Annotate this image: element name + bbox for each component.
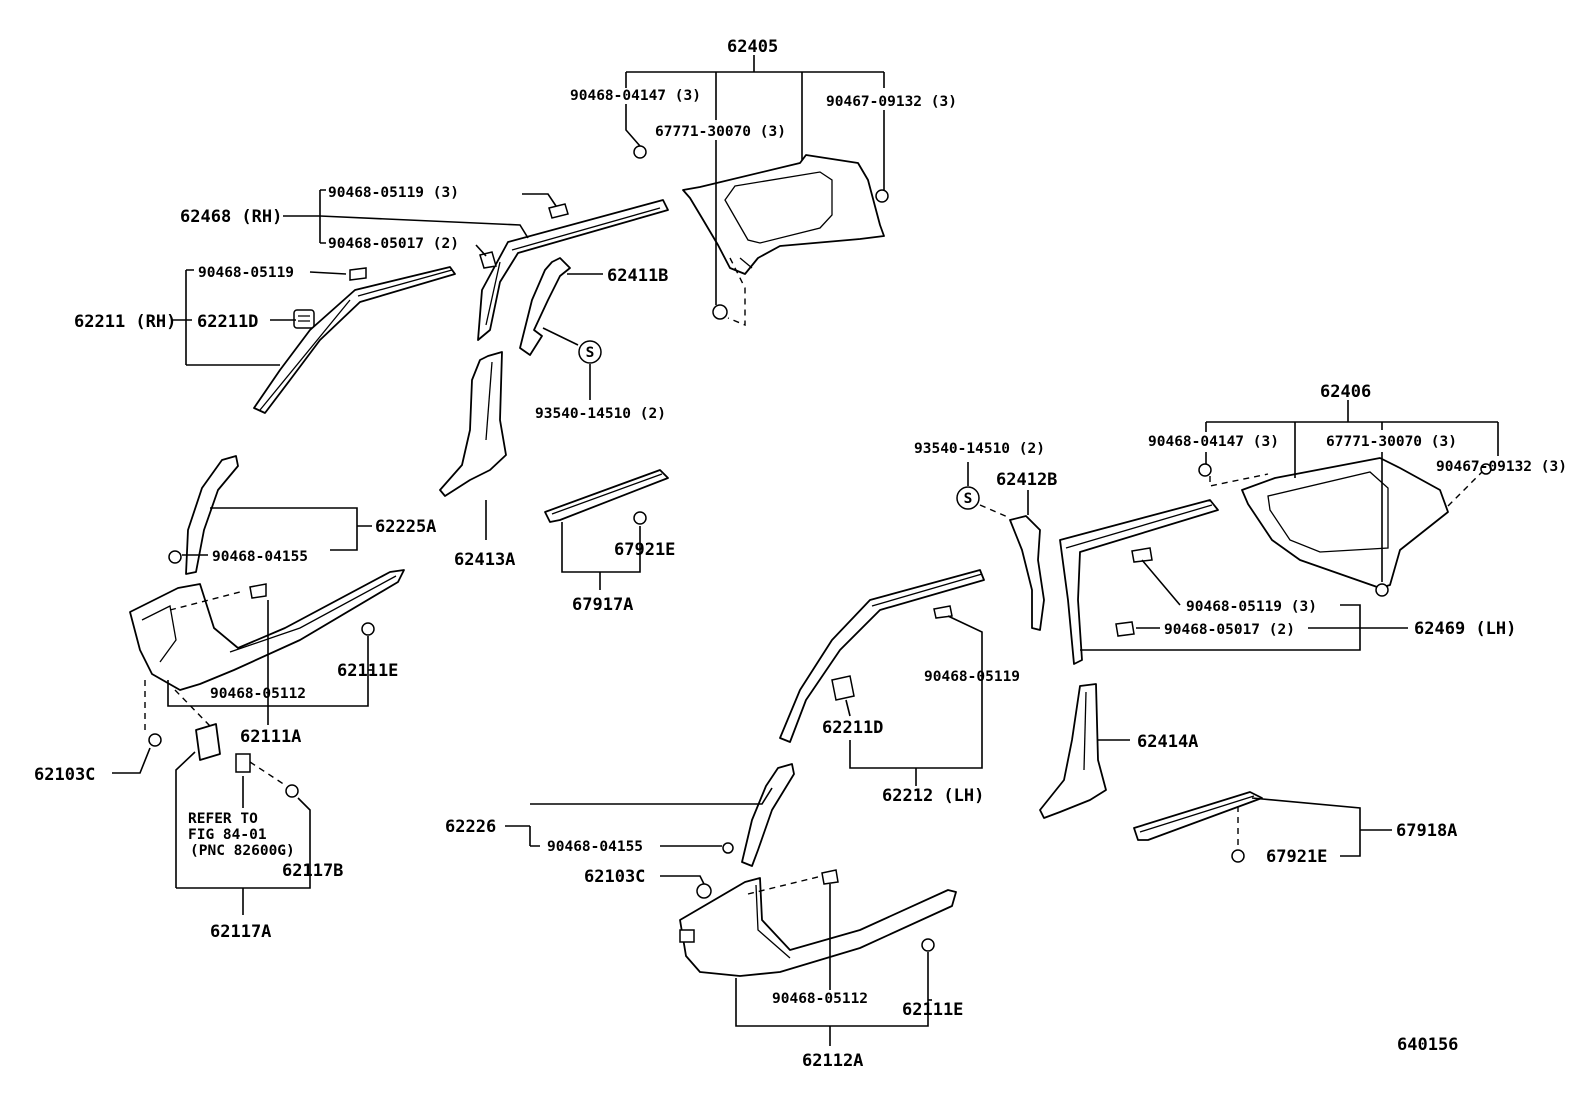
label-90468-05112-a: 90468-05112	[210, 686, 306, 702]
label-62412B: 62412B	[996, 470, 1057, 490]
refer-line-3: (PNC 82600G)	[190, 843, 295, 859]
clip-62211D-a	[293, 309, 315, 329]
label-62103C-b: 62103C	[584, 867, 645, 887]
label-62117B: 62117B	[282, 861, 343, 881]
scuff-plate-67918A	[1133, 791, 1263, 841]
label-62211: 62211 (RH)	[74, 312, 176, 332]
label-62111E-b: 62111E	[902, 1000, 963, 1020]
quarter-trim-panel-62405	[682, 154, 885, 275]
center-pillar-upper-62411B	[519, 257, 571, 356]
label-62111E-a: 62111E	[337, 661, 398, 681]
label-90468-05119-b: 90468-05119	[198, 265, 294, 281]
clip-62211D-b	[831, 675, 855, 701]
label-90468-04147-a: 90468-04147 (3)	[570, 88, 701, 104]
sealant-symbol-b: S	[956, 486, 980, 510]
scuff-plate-67917A	[544, 469, 669, 523]
label-62111A: 62111A	[240, 727, 301, 747]
front-pillar-garnish-62211	[253, 266, 456, 414]
rocker-trim-62112A	[679, 877, 957, 977]
fastener-clips	[148, 145, 1492, 952]
label-90468-05119-3-b: 90468-05119 (3)	[1186, 599, 1317, 615]
svg-text:S: S	[586, 345, 595, 361]
label-90468-05017-b: 90468-05017 (2)	[1164, 622, 1295, 638]
cover-62117A	[195, 723, 251, 773]
roof-side-rail-62468	[477, 199, 669, 341]
center-pillar-lower-62414A	[1039, 683, 1107, 819]
leader-lines	[112, 55, 1499, 1046]
sealant-symbol-a: S	[578, 340, 602, 364]
label-67771-30070-b: 67771-30070 (3)	[1326, 434, 1457, 450]
label-62212: 62212 (LH)	[882, 786, 984, 806]
rocker-trim-62111A	[129, 569, 405, 691]
label-62411B: 62411B	[607, 266, 668, 286]
label-90468-04147-b: 90468-04147 (3)	[1148, 434, 1279, 450]
label-90468-04155-a: 90468-04155	[212, 549, 308, 565]
rear-pillar-trim-62225A	[185, 455, 239, 575]
label-67921E-b: 67921E	[1266, 847, 1327, 867]
quarter-trim-panel-62406	[1241, 457, 1449, 589]
label-90467-09132-a: 90467-09132 (3)	[826, 94, 957, 110]
label-62103C-a: 62103C	[34, 765, 95, 785]
label-62211D-b: 62211D	[822, 718, 883, 738]
label-62468: 62468 (RH)	[180, 207, 282, 227]
label-90468-05112-b: 90468-05112	[772, 991, 868, 1007]
svg-text:S: S	[964, 491, 973, 507]
roof-side-rail-62469	[1059, 499, 1219, 665]
label-90467-09132-b: 90467-09132 (3)	[1436, 459, 1567, 475]
refer-line-2: FIG 84-01	[188, 827, 267, 843]
label-62469: 62469 (LH)	[1414, 619, 1516, 639]
front-pillar-garnish-62212	[779, 569, 985, 743]
label-62414A: 62414A	[1137, 732, 1198, 752]
label-62117A: 62117A	[210, 922, 271, 942]
label-93540-14510-a: 93540-14510 (2)	[535, 406, 666, 422]
label-62225A: 62225A	[375, 517, 436, 537]
label-67918A: 67918A	[1396, 821, 1457, 841]
label-67771-30070-a: 67771-30070 (3)	[655, 124, 786, 140]
label-90468-05017-a: 90468-05017 (2)	[328, 236, 459, 252]
rear-pillar-trim-62226	[741, 763, 795, 867]
center-pillar-lower-62413A	[439, 351, 507, 497]
refer-line-1: REFER TO	[188, 811, 258, 827]
label-67917A: 67917A	[572, 595, 633, 615]
label-90468-05119-3-a: 90468-05119 (3)	[328, 185, 459, 201]
label-62413A: 62413A	[454, 550, 515, 570]
figure-number: 640156	[1397, 1035, 1458, 1055]
center-pillar-upper-62412B	[1009, 515, 1045, 631]
label-90468-05119-d: 90468-05119	[924, 669, 1020, 685]
label-62112A: 62112A	[802, 1051, 863, 1071]
label-62406: 62406	[1320, 382, 1371, 402]
label-62405: 62405	[727, 37, 778, 57]
label-93540-14510-b: 93540-14510 (2)	[914, 441, 1045, 457]
label-62226: 62226	[445, 817, 496, 837]
label-62211D-a: 62211D	[197, 312, 258, 332]
label-90468-04155-b: 90468-04155	[547, 839, 643, 855]
label-67921E-a: 67921E	[614, 540, 675, 560]
